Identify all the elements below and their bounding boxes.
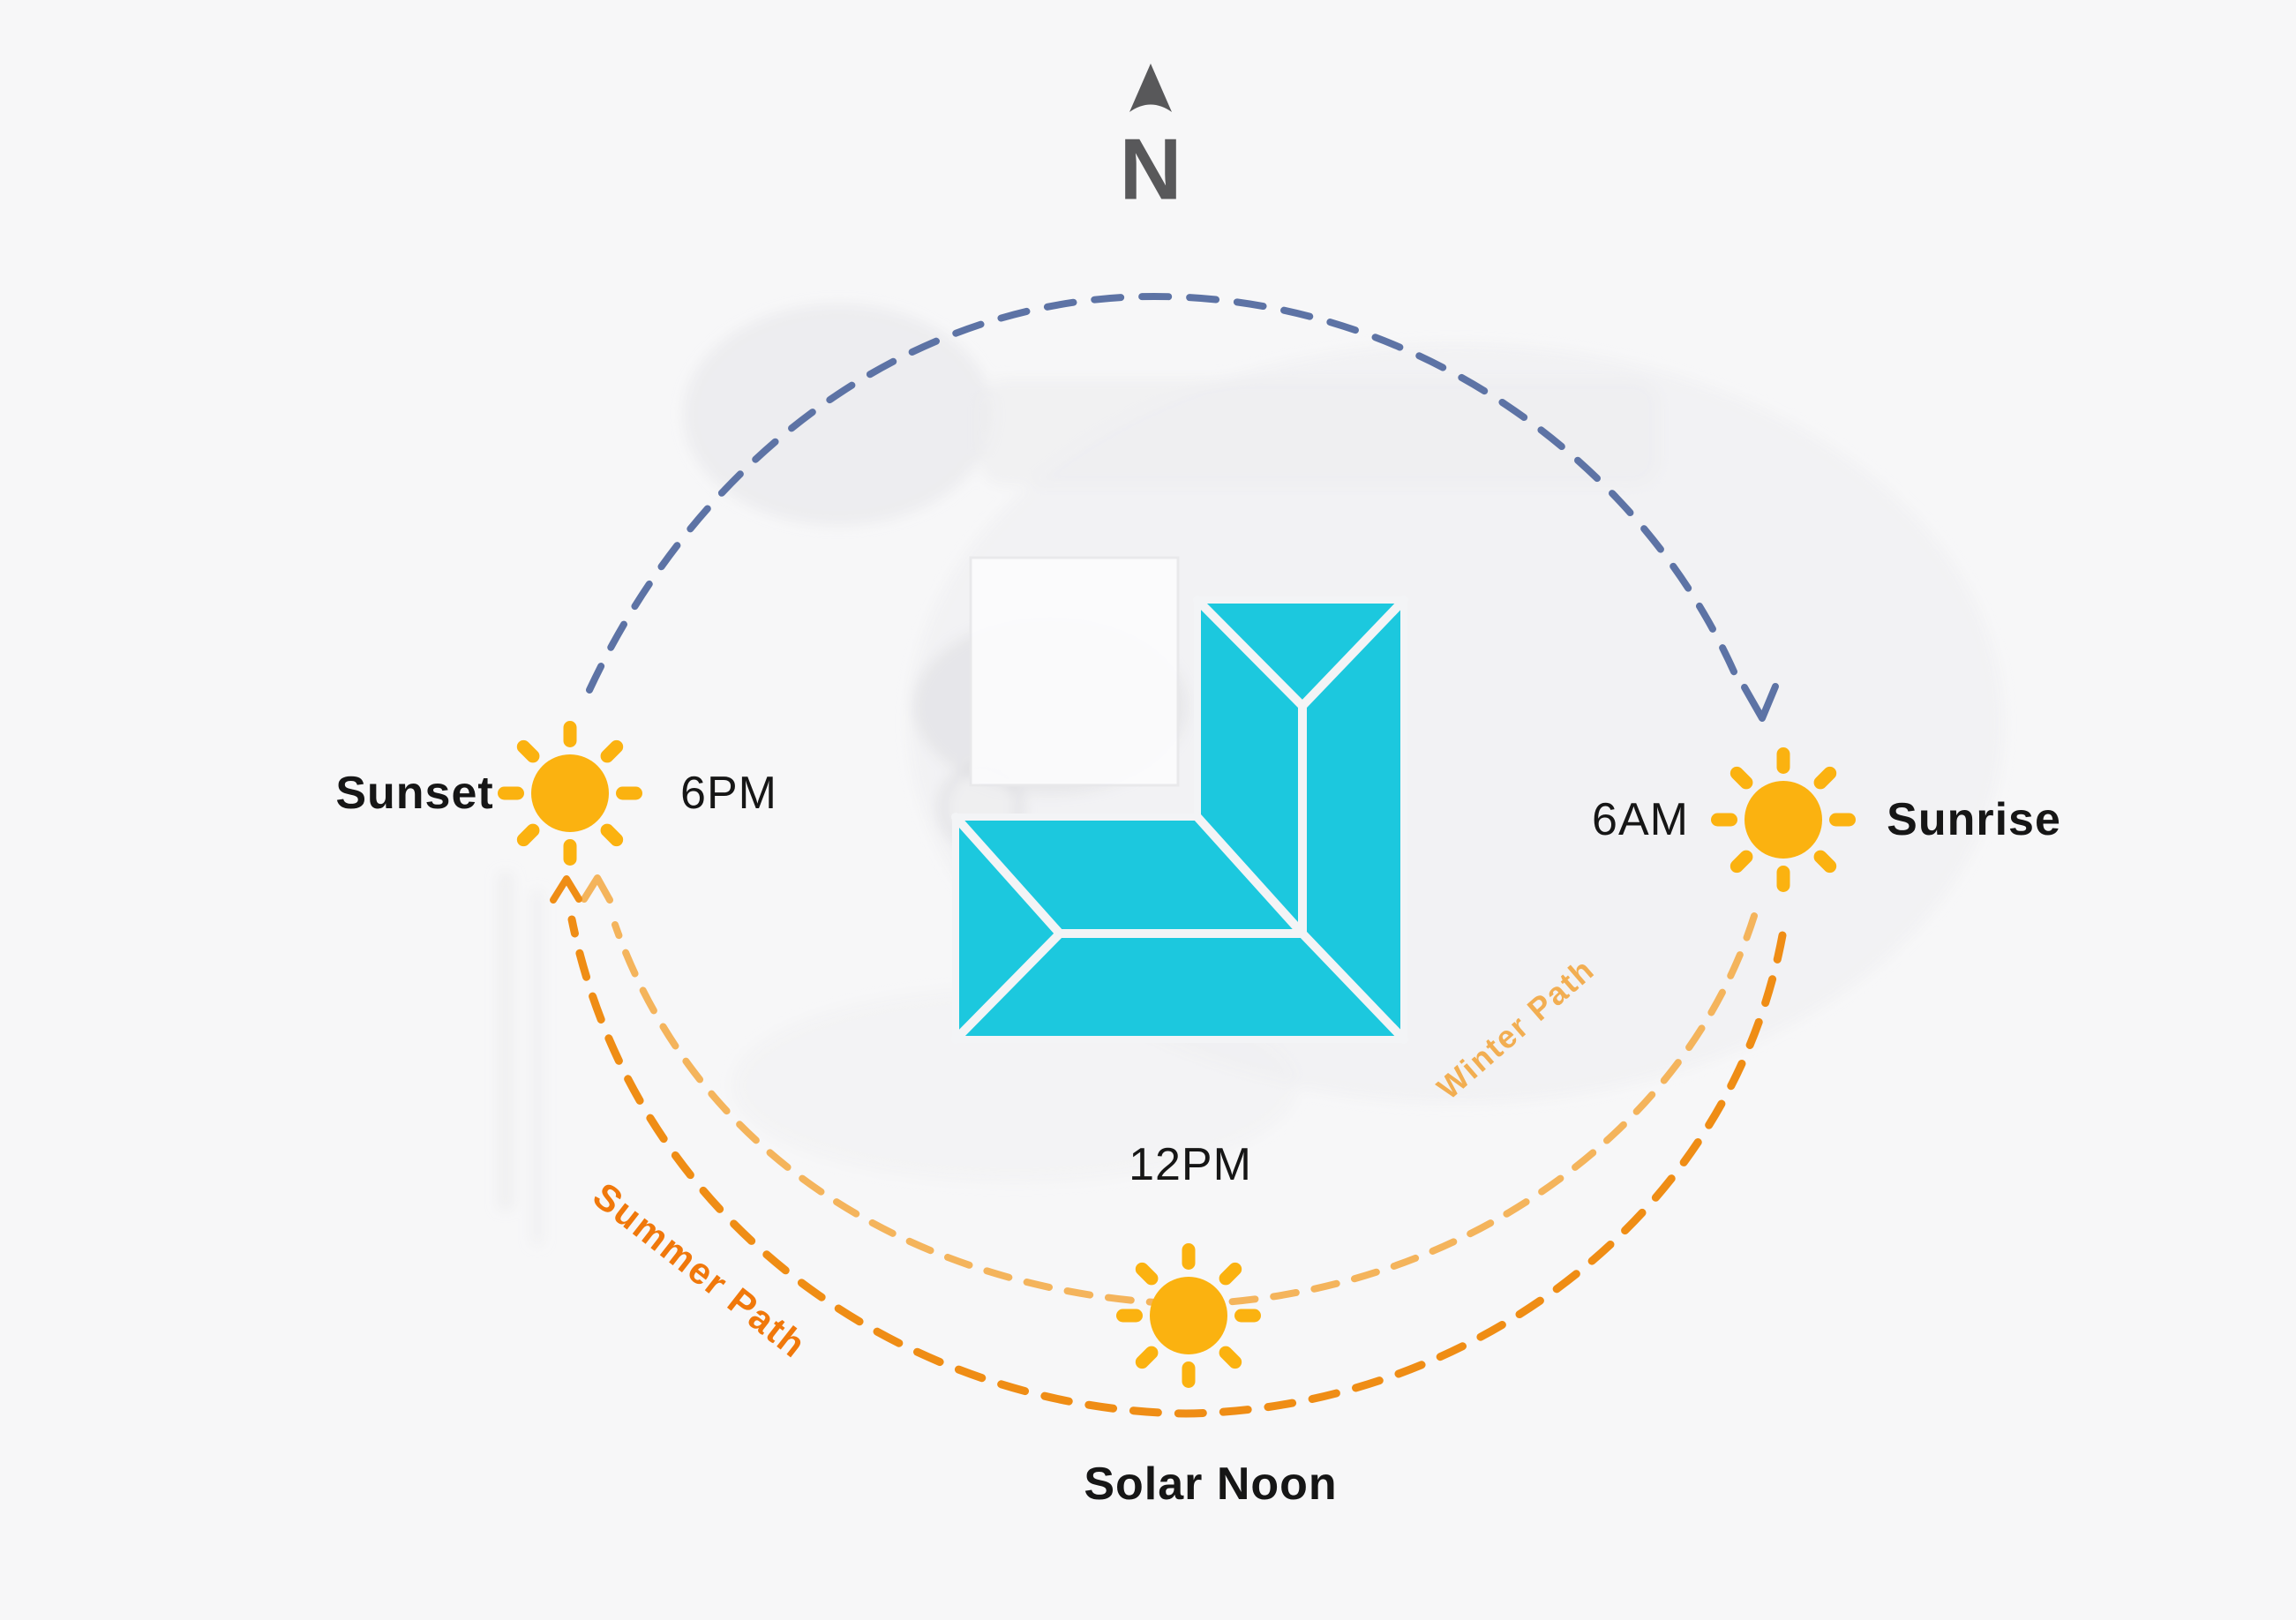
north-label: N [1119,120,1182,218]
north-arrow-icon [1129,64,1172,112]
noon-sun-icon [1116,1243,1261,1388]
sunrise-time-label: 6AM [1592,794,1689,845]
sunset-sun-icon [498,721,642,866]
sunset-label: Sunset [335,768,494,819]
winter-path-arrowhead-icon [581,874,613,904]
sunrise-label: Sunrise [1887,794,2061,845]
ghost-paper-shape [969,556,1180,787]
summer-path-arc [567,915,1787,1418]
sunrise-sun-icon [1711,747,1856,892]
night-path-arrowhead-icon [1741,683,1779,722]
solar-noon-label: Solar Noon [1084,1459,1338,1510]
night-path-arc [586,292,1740,694]
summer-path-arrowhead-icon [550,875,582,904]
house-roof-plan [951,596,1408,1044]
noon-time-label: 12PM [1129,1139,1252,1190]
sunset-time-label: 6PM [680,768,777,819]
